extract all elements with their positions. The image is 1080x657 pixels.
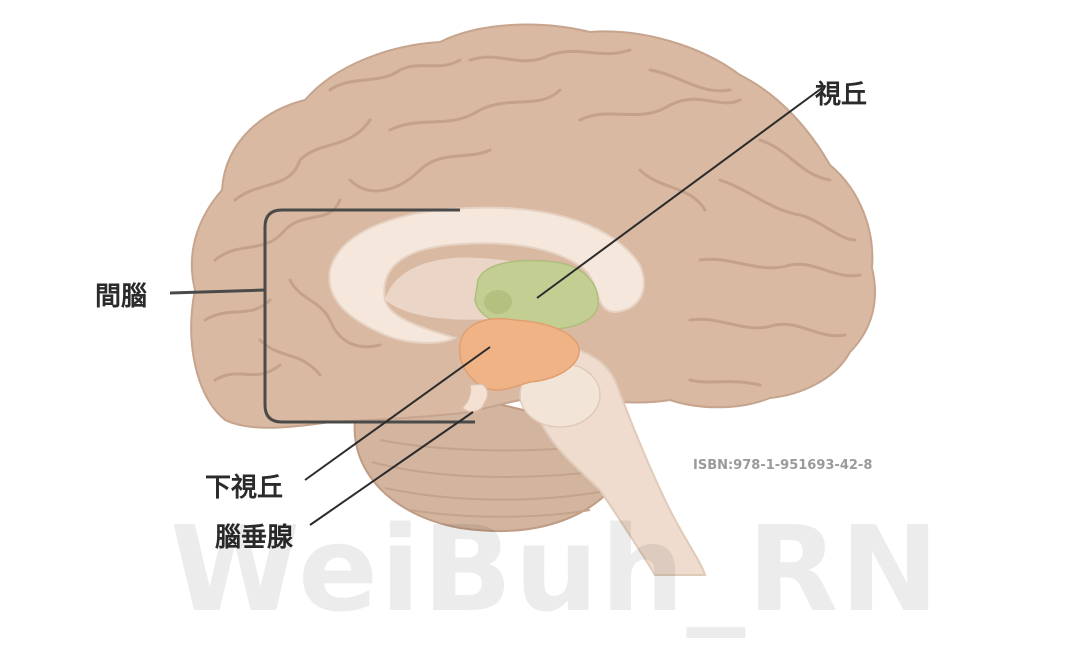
hypothalamus-label: 下視丘 — [205, 473, 284, 503]
hypothalamus-leader — [304, 346, 491, 481]
pituitary-label: 腦垂腺 — [215, 523, 294, 553]
diencephalon-label: 間腦 — [95, 282, 148, 312]
pituitary-leader — [309, 411, 474, 526]
diencephalon-leader — [169, 288, 266, 295]
thalamus-leader — [536, 87, 823, 299]
corpus-callosum — [328, 206, 645, 344]
pituitary-gland — [460, 383, 489, 413]
isbn-text: ISBN:978-1-951693-42-8 — [693, 458, 873, 473]
watermark: WeiBuh_RN — [170, 500, 941, 638]
thalamus-label: 視丘 — [815, 80, 868, 110]
diencephalon-bracket — [263, 208, 475, 424]
